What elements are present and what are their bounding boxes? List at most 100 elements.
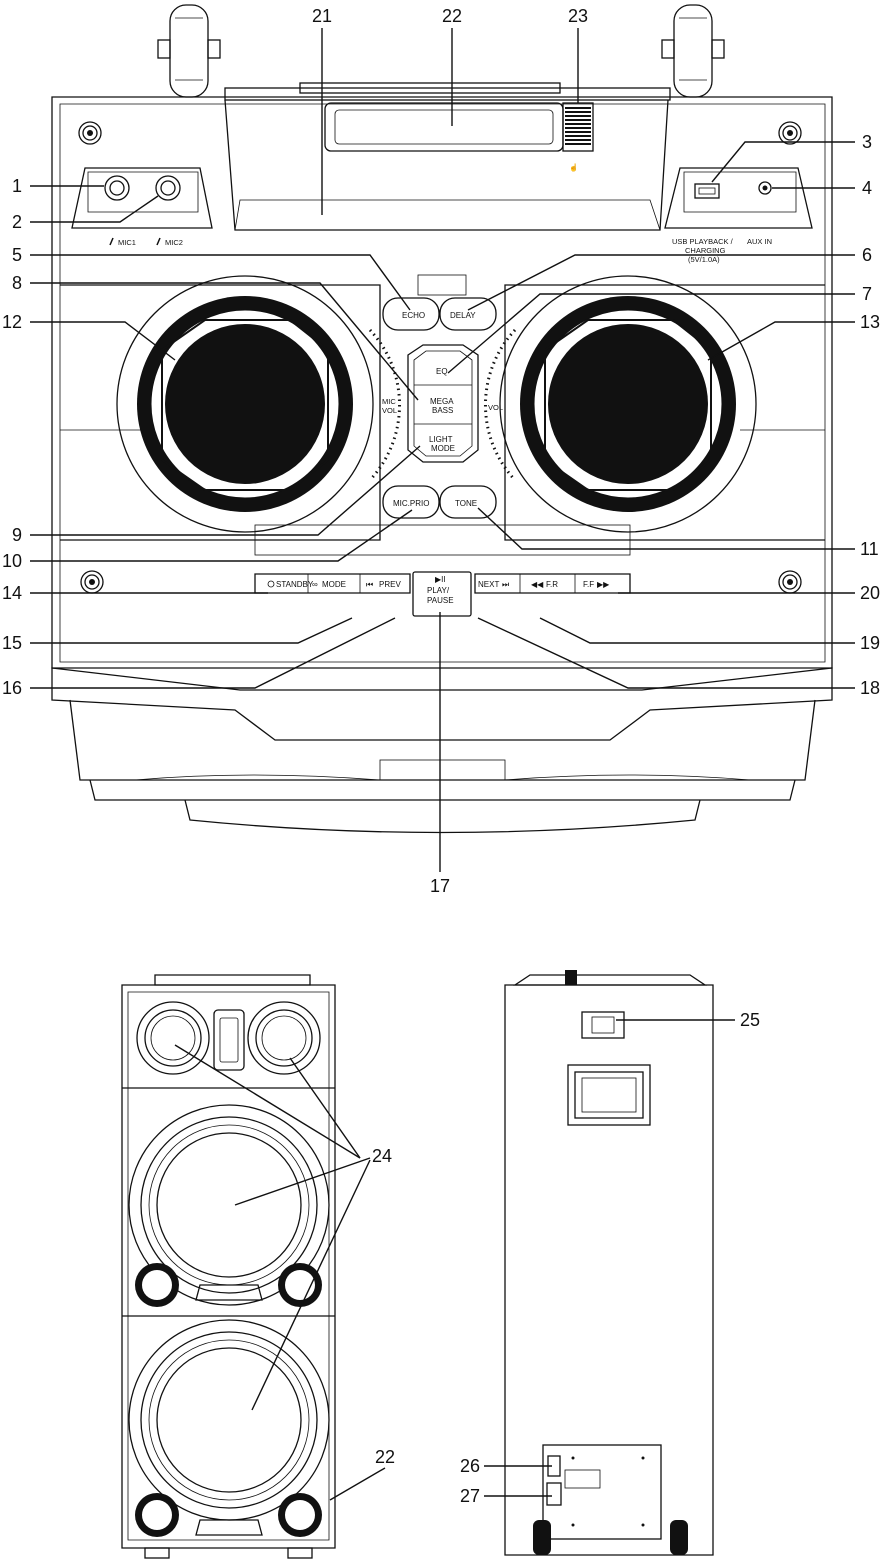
svg-text:BASS: BASS [432, 406, 453, 415]
svg-text:MODE: MODE [322, 580, 346, 589]
mode-button[interactable]: ∞ MODE [312, 580, 346, 589]
callout-11: 11 [860, 539, 879, 559]
left-speaker-driver [116, 275, 374, 533]
svg-text:PAUSE: PAUSE [427, 596, 454, 605]
upper-woofer [128, 1104, 330, 1306]
front-panel-view: ☝ MIC1 MIC2 [51, 4, 833, 834]
light-mode-button[interactable]: LIGHT MODE [429, 435, 455, 453]
top-wheel-left [157, 4, 221, 98]
callout-20: 20 [860, 583, 880, 603]
callout-3: 3 [862, 132, 872, 152]
vol-label: VOL [488, 403, 503, 412]
rear-handle [567, 1064, 651, 1126]
callout-27: 27 [460, 1486, 480, 1506]
callout-10: 10 [2, 551, 22, 571]
light-ring-icon [135, 1493, 179, 1537]
prev-button[interactable]: ⏮ PREV [366, 580, 401, 589]
callout-lines-bottom [174, 1019, 735, 1501]
callout-18: 18 [860, 678, 880, 698]
mic-vol-label-2: VOL [382, 406, 397, 415]
callout-21: 21 [312, 6, 332, 26]
svg-text:PLAY/: PLAY/ [427, 586, 450, 595]
screw-icon [80, 570, 104, 594]
callout-24: 24 [372, 1146, 392, 1166]
mic1-label: MIC1 [118, 238, 136, 247]
callout-26: 26 [460, 1456, 480, 1476]
tower-rear-view [504, 970, 714, 1556]
svg-text:MIC.PRIO: MIC.PRIO [393, 499, 429, 508]
callout-numbers-top: 1 2 3 4 5 6 7 8 9 10 11 12 13 14 15 16 1… [2, 6, 880, 896]
svg-text:PREV: PREV [379, 580, 401, 589]
speaker-terminal[interactable] [581, 1011, 625, 1039]
mic2-label: MIC2 [165, 238, 183, 247]
svg-text:NEXT: NEXT [478, 580, 499, 589]
light-ring-icon [278, 1263, 322, 1307]
callout-13: 13 [860, 312, 880, 332]
callout-12: 12 [2, 312, 22, 332]
screw-icon [778, 570, 802, 594]
standby-button[interactable]: STANDBY [267, 580, 314, 589]
callout-5: 5 [12, 245, 22, 265]
callout-23: 23 [568, 6, 588, 26]
hand-icon: ☝ [569, 162, 578, 172]
play-pause-button[interactable]: ▶II PLAY/ PAUSE [412, 571, 472, 617]
usb-label-line2: CHARGING [685, 246, 726, 255]
mic-vol-label-1: MIC [382, 397, 396, 406]
delay-button[interactable]: DELAY [439, 297, 497, 331]
aux-in-jack[interactable] [758, 181, 772, 195]
next-icon: ⏭ [502, 580, 509, 589]
svg-text:MEGA: MEGA [430, 397, 454, 406]
callout-15: 15 [2, 633, 22, 653]
screw-icon [78, 121, 102, 145]
tweeter-right [247, 1001, 321, 1075]
volume-jog-wheel[interactable]: ☝ [562, 102, 594, 172]
svg-text:F.R: F.R [546, 580, 558, 589]
callout-19: 19 [860, 633, 880, 653]
next-button[interactable]: NEXT ⏭ [478, 580, 509, 589]
callout-numbers-bottom: 24 22 25 26 27 [372, 1010, 760, 1506]
mega-bass-button[interactable]: MEGA BASS [430, 397, 454, 415]
echo-button[interactable]: ECHO [382, 297, 440, 331]
callout-17: 17 [430, 876, 450, 896]
power-icon [267, 580, 275, 588]
svg-text:MODE: MODE [431, 444, 455, 453]
play-pause-icon: ▶II [435, 575, 446, 584]
light-ring-icon [135, 1263, 179, 1307]
callout-7: 7 [862, 284, 872, 304]
mic1-jack[interactable] [104, 175, 130, 201]
tower-front-view [121, 974, 336, 1559]
rear-panel [542, 1444, 662, 1540]
usb-port[interactable] [694, 183, 720, 199]
svg-text:LIGHT: LIGHT [429, 435, 453, 444]
tweeter-left [136, 1001, 210, 1075]
callout-25: 25 [740, 1010, 760, 1030]
callout-4: 4 [862, 178, 872, 198]
top-wheel-right [661, 4, 725, 98]
callout-14: 14 [2, 583, 22, 603]
tone-button[interactable]: TONE [439, 485, 497, 519]
svg-text:F.F: F.F [583, 580, 594, 589]
forward-icon: ▶▶ [597, 580, 610, 589]
screw-icon [778, 121, 802, 145]
mic2-jack[interactable] [155, 175, 181, 201]
usb-label-line1: USB PLAYBACK / [672, 237, 734, 246]
eq-button[interactable]: EQ [436, 367, 448, 376]
callout-2: 2 [12, 212, 22, 232]
callout-8: 8 [12, 273, 22, 293]
svg-text:TONE: TONE [455, 499, 477, 508]
light-ring-icon [278, 1493, 322, 1537]
rear-wheel-left [533, 1520, 551, 1555]
mic-prio-button[interactable]: MIC.PRIO [382, 485, 440, 519]
svg-text:ECHO: ECHO [402, 311, 425, 320]
svg-text:STANDBY: STANDBY [276, 580, 314, 589]
callout-lines-top [30, 28, 855, 872]
prev-icon: ⏮ [366, 580, 373, 589]
rear-wheel-right [670, 1520, 688, 1555]
fast-forward-button[interactable]: F.F ▶▶ [583, 580, 610, 589]
callout-16: 16 [2, 678, 22, 698]
callout-22-bottom: 22 [375, 1447, 395, 1467]
rewind-icon: ◀◀ [531, 580, 544, 589]
fast-reverse-button[interactable]: ◀◀ F.R [531, 580, 558, 589]
ac-input-socket[interactable] [546, 1482, 562, 1506]
